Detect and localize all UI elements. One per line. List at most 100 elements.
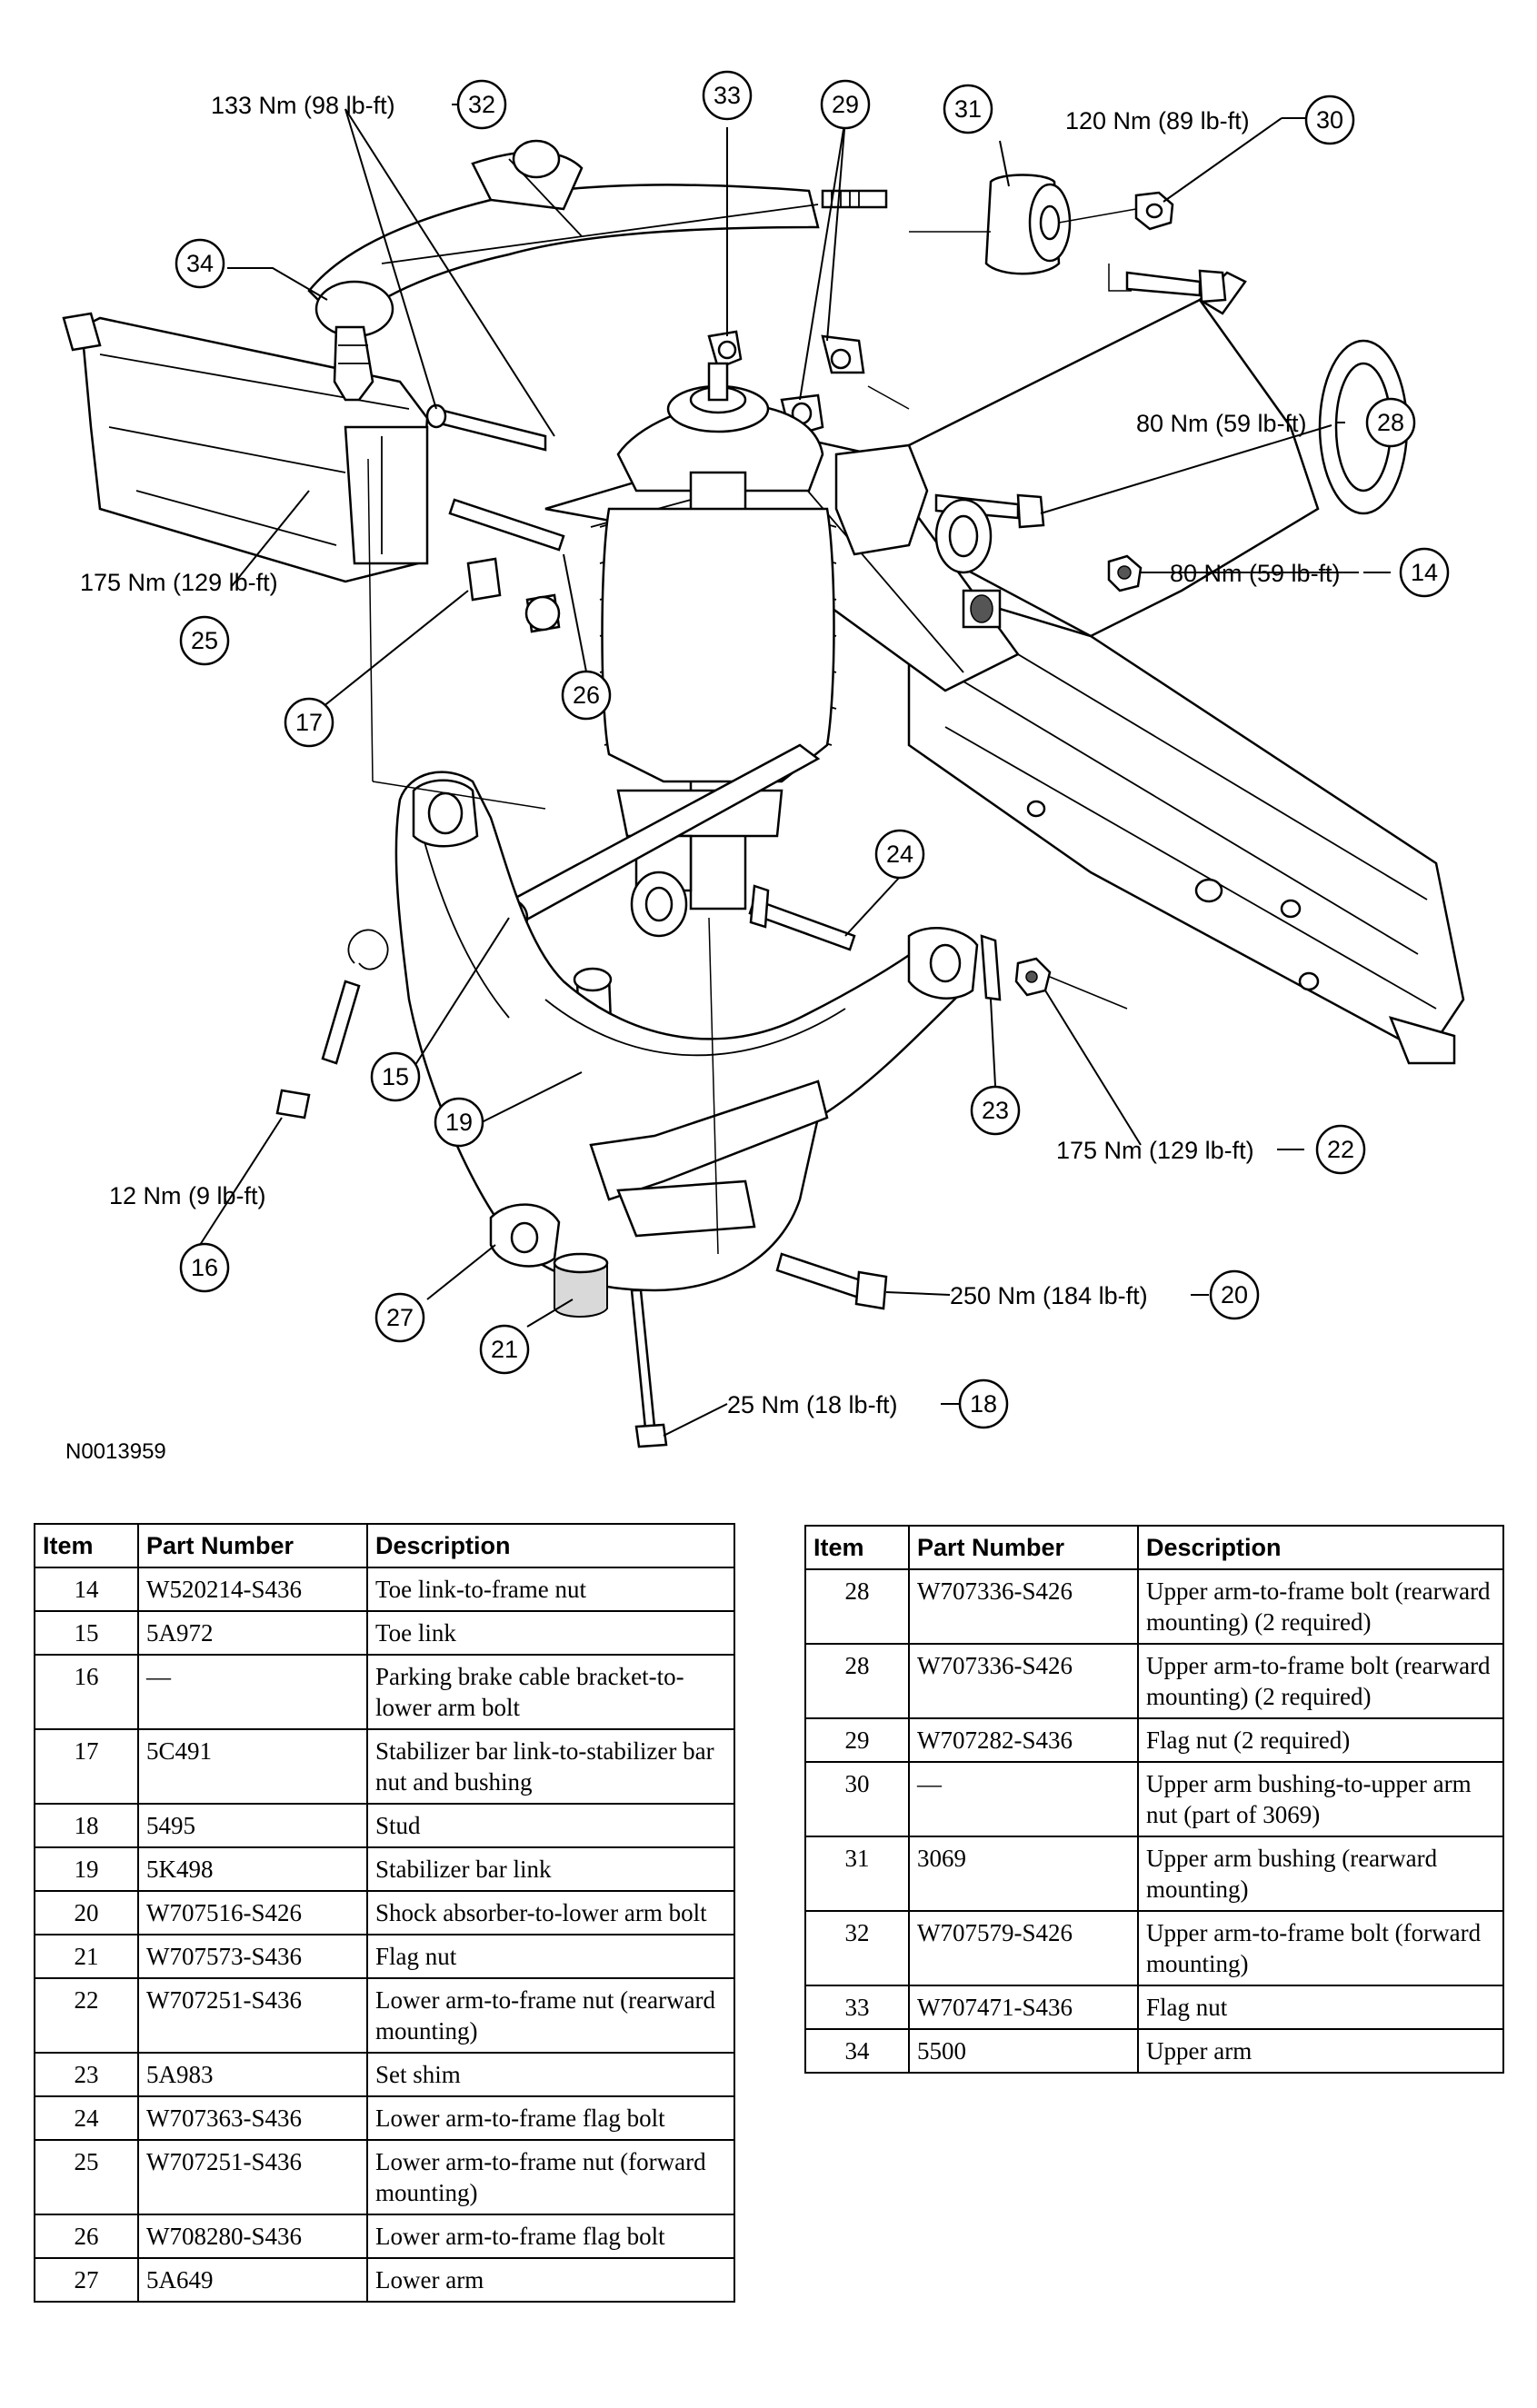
svg-text:29: 29 [832, 91, 859, 118]
exploded-view-drawing: 32 133 Nm (98 lb-ft) 33 29 31 30 120 Nm … [62, 70, 1465, 1464]
torque-label-18: 25 Nm (18 lb-ft) [727, 1391, 898, 1418]
suspension-diagram: 32 133 Nm (98 lb-ft) 33 29 31 30 120 Nm … [62, 70, 1465, 1464]
item-cell: 21 [34, 1934, 139, 1979]
description-cell: Stabilizer bar link [366, 1846, 735, 1892]
svg-text:15: 15 [382, 1063, 409, 1090]
description-cell: Upper arm bushing-to-upper arm nut (part… [1137, 1761, 1504, 1837]
svg-text:21: 21 [491, 1336, 518, 1363]
callout-31: 31 [943, 84, 993, 134]
description-cell: Toe link-to-frame nut [366, 1567, 735, 1612]
item-cell: 20 [34, 1890, 139, 1935]
header-item: Item [804, 1525, 910, 1570]
item-cell: 17 [34, 1728, 139, 1805]
callout-25: 25 175 Nm (129 lb-ft) [80, 569, 278, 666]
set-shim-and-nut [980, 934, 1052, 1001]
svg-text:28: 28 [1377, 409, 1404, 436]
torque-label-16: 12 Nm (9 lb-ft) [109, 1182, 266, 1209]
table-row: 30—Upper arm bushing-to-upper arm nut (p… [804, 1761, 1504, 1837]
item-cell: 16 [34, 1654, 139, 1730]
item-cell: 14 [34, 1567, 139, 1612]
description-cell: Flag nut [1137, 1985, 1504, 2030]
svg-text:33: 33 [714, 82, 741, 109]
description-cell: Parking brake cable bracket-to-lower arm… [366, 1654, 735, 1730]
part-number-cell: 5A649 [137, 2257, 368, 2303]
description-cell: Lower arm-to-frame flag bolt [366, 2095, 735, 2141]
header-item: Item [34, 1523, 139, 1568]
description-cell: Flag nut [366, 1934, 735, 1979]
svg-text:18: 18 [970, 1390, 997, 1418]
svg-text:24: 24 [886, 841, 913, 868]
description-cell: Shock absorber-to-lower arm bolt [366, 1890, 735, 1935]
part-number-cell: 5C491 [137, 1728, 368, 1805]
item-cell: 22 [34, 1977, 139, 2054]
item-cell: 34 [804, 2028, 910, 2074]
parking-brake-bracket [275, 929, 389, 1119]
description-cell: Lower arm-to-frame flag bolt [366, 2214, 735, 2259]
callout-24: 24 [874, 829, 925, 880]
part-number-cell: W707363-S436 [137, 2095, 368, 2141]
svg-text:17: 17 [295, 709, 323, 736]
leader-lines [199, 104, 1391, 1437]
item-cell: 28 [804, 1643, 910, 1719]
item-cell: 15 [34, 1610, 139, 1656]
item-cell: 27 [34, 2257, 139, 2303]
table-header-row: Item Part Number Description [34, 1523, 735, 1568]
description-cell: Flag nut (2 required) [1137, 1717, 1504, 1763]
upper-arm-bushing [821, 174, 1072, 275]
callout-22: 22 175 Nm (129 lb-ft) [1056, 1124, 1366, 1175]
svg-text:31: 31 [954, 95, 982, 123]
callout-18: 18 25 Nm (18 lb-ft) [727, 1378, 1009, 1429]
toe-link-and-bolt [425, 403, 565, 552]
part-number-cell: W707251-S436 [137, 2139, 368, 2215]
part-number-cell: W707282-S436 [908, 1717, 1139, 1763]
table-header-row: Item Part Number Description [804, 1525, 1504, 1570]
svg-text:22: 22 [1327, 1136, 1354, 1163]
item-cell: 24 [34, 2095, 139, 2141]
item-cell: 30 [804, 1761, 910, 1837]
header-description: Description [1137, 1525, 1504, 1570]
item-cell: 23 [34, 2052, 139, 2097]
header-part-number: Part Number [908, 1525, 1139, 1570]
table-row: 16—Parking brake cable bracket-to-lower … [34, 1654, 735, 1730]
svg-text:32: 32 [468, 91, 495, 118]
svg-text:34: 34 [186, 250, 214, 277]
svg-text:16: 16 [191, 1254, 218, 1281]
callout-29: 29 [820, 79, 871, 130]
callout-16: 16 12 Nm (9 lb-ft) [109, 1182, 266, 1293]
upper-arm-frame-bracket [834, 443, 1002, 629]
header-description: Description [366, 1523, 735, 1568]
description-cell: Stabilizer bar link-to-stabilizer bar nu… [366, 1728, 735, 1805]
torque-label-30: 120 Nm (89 lb-ft) [1065, 107, 1250, 134]
callout-19: 19 [434, 1097, 484, 1148]
torque-label-25: 175 Nm (129 lb-ft) [80, 569, 278, 596]
toe-link-frame-nut [1107, 554, 1143, 592]
part-number-cell: W708280-S436 [137, 2214, 368, 2259]
svg-text:26: 26 [573, 682, 600, 709]
description-cell: Stud [366, 1803, 735, 1848]
stud [630, 1289, 668, 1448]
description-cell: Upper arm-to-frame bolt (rearward mounti… [1137, 1643, 1504, 1719]
callout-23: 23 [970, 1085, 1021, 1136]
description-cell: Lower arm-to-frame nut (rearward mountin… [366, 1977, 735, 2054]
description-cell: Upper arm bushing (rearward mounting) [1137, 1836, 1504, 1912]
lower-arm-flag-bolt [748, 884, 856, 951]
callout-14: 14 80 Nm (59 lb-ft) [1170, 547, 1450, 598]
item-cell: 31 [804, 1836, 910, 1912]
torque-label-20: 250 Nm (184 lb-ft) [950, 1282, 1148, 1309]
item-cell: 28 [804, 1568, 910, 1645]
